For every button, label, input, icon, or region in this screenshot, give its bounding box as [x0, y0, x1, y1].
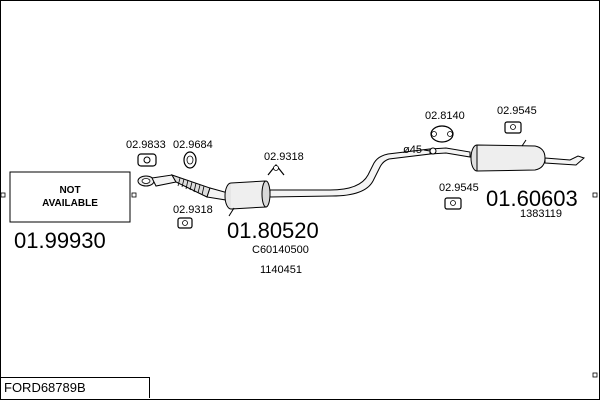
label-hanger-02-9318-centre: 02.9318 — [264, 151, 304, 163]
hanger-icon-02-9545-bottom[interactable] — [444, 197, 462, 210]
label-hanger-02-9318-lower: 02.9318 — [173, 204, 213, 216]
edge-marker-left — [0, 192, 6, 198]
ref-number-centre-silencer: 1140451 — [260, 264, 302, 276]
diagram-code: FORD68789B — [0, 377, 150, 398]
part-number-catalyst[interactable]: 01.99930 — [14, 228, 106, 253]
front-pipe[interactable] — [137, 174, 229, 201]
flexi-section — [177, 177, 205, 196]
edge-marker-right-bottom — [592, 372, 598, 378]
label-diameter: ø45 — [403, 144, 422, 156]
label-hanger-02-9545-top: 02.9545 — [497, 105, 537, 117]
not-available-line2: AVAILABLE — [42, 198, 98, 209]
diameter-arrow — [423, 149, 431, 152]
label-clamp-02-9684: 02.9684 — [173, 139, 213, 151]
rear-silencer[interactable] — [470, 139, 585, 172]
rear-pipe[interactable] — [429, 147, 471, 158]
edge-marker-right — [592, 192, 598, 198]
centre-silencer[interactable] — [224, 148, 431, 217]
not-available-box — [9, 171, 131, 223]
hanger-icon-02-9545-top[interactable] — [504, 121, 522, 134]
ref-number-rear-silencer: 1383119 — [520, 208, 562, 220]
oem-number-centre-silencer: C60140500 — [252, 244, 309, 256]
edge-marker-mid — [131, 192, 137, 198]
hanger-icon-02-9318-lower[interactable] — [177, 217, 193, 229]
clamp-icon-02-9684[interactable] — [183, 151, 197, 169]
label-hanger-02-8140: 02.8140 — [425, 110, 465, 122]
label-hanger-02-9545-bottom: 02.9545 — [439, 182, 479, 194]
not-available-line1: NOT — [59, 185, 80, 196]
hanger-ring-icon-02-8140[interactable] — [430, 125, 454, 143]
clamp-icon-02-9833[interactable] — [137, 153, 157, 167]
label-clamp-02-9833: 02.9833 — [126, 139, 166, 151]
part-number-centre-silencer[interactable]: 01.80520 — [227, 218, 319, 243]
part-number-rear-silencer[interactable]: 01.60603 — [486, 186, 578, 211]
hanger-icon-02-9318-centre[interactable] — [267, 164, 285, 176]
